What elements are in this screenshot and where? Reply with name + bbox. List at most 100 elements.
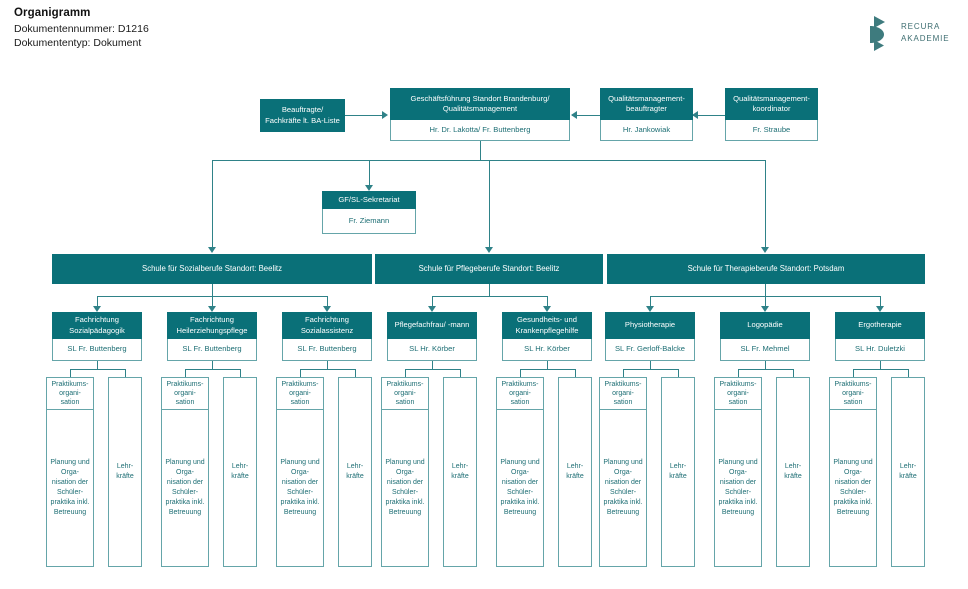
connector-bus-to-pflegeberufe: [489, 160, 490, 248]
connector-dept1-stem: [97, 361, 98, 370]
node-schule-therapieberufe-head: Schule für Therapieberufe Standort: Pots…: [607, 254, 925, 284]
connector-dept6-bus: [623, 369, 678, 370]
praktikum-head: Praktikums- organi- sation: [714, 377, 762, 410]
arrow-soz-dep-2: [208, 306, 216, 312]
connector-dept1-bus: [70, 369, 125, 370]
node-gesundheits-krankenpflegehilfe[interactable]: Gesundheits- und Krankenpflegehilfe SL H…: [502, 312, 592, 361]
praktikum-head: Praktikums- organi- sation: [599, 377, 647, 410]
node-geschaeftsfuehrung-head: Geschäftsführung Standort Brandenburg/ Q…: [390, 88, 570, 120]
node-schule-therapieberufe[interactable]: Schule für Therapieberufe Standort: Pots…: [607, 254, 925, 284]
connector-dept7-leafA: [738, 369, 739, 378]
node-praktikumsorganisation[interactable]: Praktikums- organi- sation Planung und O…: [599, 377, 647, 567]
node-lehrkraefte[interactable]: Lehr- kräfte: [891, 377, 925, 567]
arrow-bus-to-therapieberufe: [761, 247, 769, 253]
recura-akademie-logo: RECURA AKADEMIE: [868, 9, 954, 55]
connector-the-dep-3: [880, 296, 881, 307]
dept-head: Fachrichtung Sozialassistenz: [282, 312, 372, 339]
node-schule-pflegeberufe[interactable]: Schule für Pflegeberufe Standort: Beelit…: [375, 254, 603, 284]
logo-line-2: AKADEMIE: [901, 33, 950, 43]
dept-body: SL Fr. Gerloff-Balcke: [605, 339, 695, 361]
connector-dept5-stem: [547, 361, 548, 370]
node-praktikumsorganisation[interactable]: Praktikums- organi- sation Planung und O…: [276, 377, 324, 567]
node-fachrichtung-sozialpaedagogik[interactable]: Fachrichtung Sozialpädagogik SL Fr. Butt…: [52, 312, 142, 361]
connector-dept2-leafB: [240, 369, 241, 378]
node-geschaeftsfuehrung-body: Hr. Dr. Lakotta/ Fr. Buttenberg: [390, 120, 570, 141]
node-praktikumsorganisation[interactable]: Praktikums- organi- sation Planung und O…: [829, 377, 877, 567]
praktikum-head: Praktikums- organi- sation: [46, 377, 94, 410]
node-beauftragte-fachkraefte[interactable]: Beauftragte/ Fachkräfte lt. BA-Liste: [260, 99, 345, 132]
node-physiotherapie[interactable]: Physiotherapie SL Fr. Gerloff-Balcke: [605, 312, 695, 361]
node-fachrichtung-sozialassistenz[interactable]: Fachrichtung Sozialassistenz SL Fr. Butt…: [282, 312, 372, 361]
arrow-pfl-dep-1: [428, 306, 436, 312]
node-lehrkraefte[interactable]: Lehr- kräfte: [661, 377, 695, 567]
arrow-the-dep-3: [876, 306, 884, 312]
connector-dept4-stem: [432, 361, 433, 370]
node-qm-koordinator-body: Fr. Straube: [725, 120, 818, 141]
node-lehrkraefte[interactable]: Lehr- kräfte: [338, 377, 372, 567]
connector-bus-to-therapieberufe: [765, 160, 766, 248]
node-pflegefachfrau-mann[interactable]: Pflegefachfrau/ -mann SL Hr. Körber: [387, 312, 477, 361]
node-lehrkraefte[interactable]: Lehr- kräfte: [776, 377, 810, 567]
node-logopaedie[interactable]: Logopädie SL Fr. Mehmel: [720, 312, 810, 361]
connector-the-dep-2: [765, 296, 766, 307]
connector-dept7-bus: [738, 369, 793, 370]
logo-mark-icon: [870, 16, 885, 51]
arrow-beauftragte-to-gf: [382, 111, 388, 119]
connector-dept6-leafB: [678, 369, 679, 378]
logo-line-1: RECURA: [901, 22, 941, 31]
connector-dept8-bus: [853, 369, 908, 370]
node-ergotherapie[interactable]: Ergotherapie SL Hr. Duletzki: [835, 312, 925, 361]
node-beauftragte-head: Beauftragte/ Fachkräfte lt. BA-Liste: [260, 99, 345, 132]
node-sekretariat-head: GF/SL-Sekretariat: [322, 191, 416, 209]
connector-dept2-bus: [185, 369, 240, 370]
document-type: Dokumententyp: Dokument: [14, 37, 142, 50]
connector-sozialberufe-stem: [212, 283, 213, 297]
node-lehrkraefte[interactable]: Lehr- kräfte: [443, 377, 477, 567]
arrow-soz-dep-1: [93, 306, 101, 312]
praktikum-head: Praktikums- organi- sation: [496, 377, 544, 410]
praktikum-body: Planung und Orga- nisation der Schüler- …: [599, 410, 647, 567]
node-praktikumsorganisation[interactable]: Praktikums- organi- sation Planung und O…: [714, 377, 762, 567]
node-lehrkraefte[interactable]: Lehr- kräfte: [223, 377, 257, 567]
dept-head: Fachrichtung Sozialpädagogik: [52, 312, 142, 339]
connector-the-dep-1: [650, 296, 651, 307]
node-praktikumsorganisation[interactable]: Praktikums- organi- sation Planung und O…: [381, 377, 429, 567]
dept-body: SL Hr. Körber: [502, 339, 592, 361]
node-praktikumsorganisation[interactable]: Praktikums- organi- sation Planung und O…: [161, 377, 209, 567]
connector-beauftragte-to-gf: [345, 115, 383, 116]
arrow-qmk-to-qmb: [692, 111, 698, 119]
node-sekretariat-body: Fr. Ziemann: [322, 209, 416, 234]
connector-dept5-leafB: [575, 369, 576, 378]
connector-dept8-leafA: [853, 369, 854, 378]
node-lehrkraefte[interactable]: Lehr- kräfte: [108, 377, 142, 567]
arrow-the-dep-1: [646, 306, 654, 312]
connector-bus-to-sekretariat: [369, 160, 370, 186]
praktikum-head: Praktikums- organi- sation: [381, 377, 429, 410]
praktikum-body: Planung und Orga- nisation der Schüler- …: [381, 410, 429, 567]
dept-body: SL Hr. Duletzki: [835, 339, 925, 361]
connector-soz-dep-3: [327, 296, 328, 307]
connector-dept3-stem: [327, 361, 328, 370]
node-lehrkraefte[interactable]: Lehr- kräfte: [558, 377, 592, 567]
node-qm-koordinator[interactable]: Qualitätsmanagement-koordinator Fr. Stra…: [725, 88, 818, 141]
connector-dept3-leafB: [355, 369, 356, 378]
connector-dept6-leafA: [623, 369, 624, 378]
connector-soz-dep-1: [97, 296, 98, 307]
node-gf-sl-sekretariat[interactable]: GF/SL-Sekretariat Fr. Ziemann: [322, 191, 416, 234]
dept-head: Gesundheits- und Krankenpflegehilfe: [502, 312, 592, 339]
dept-head: Ergotherapie: [835, 312, 925, 339]
node-praktikumsorganisation[interactable]: Praktikums- organi- sation Planung und O…: [46, 377, 94, 567]
praktikum-body: Planung und Orga- nisation der Schüler- …: [829, 410, 877, 567]
connector-soz-dep-2: [212, 296, 213, 307]
node-fachrichtung-heilerziehungspflege[interactable]: Fachrichtung Heilerziehungspflege SL Fr.…: [167, 312, 257, 361]
connector-gf-stem: [480, 141, 481, 161]
node-schule-sozialberufe[interactable]: Schule für Sozialberufe Standort: Beelit…: [52, 254, 372, 284]
connector-dept4-leafB: [460, 369, 461, 378]
dept-head: Physiotherapie: [605, 312, 695, 339]
node-geschaeftsfuehrung[interactable]: Geschäftsführung Standort Brandenburg/ Q…: [390, 88, 570, 141]
node-qm-beauftragter[interactable]: Qualitätsmanagement-beauftragter Hr. Jan…: [600, 88, 693, 141]
node-praktikumsorganisation[interactable]: Praktikums- organi- sation Planung und O…: [496, 377, 544, 567]
connector-dept8-leafB: [908, 369, 909, 378]
praktikum-head: Praktikums- organi- sation: [829, 377, 877, 410]
connector-dept1-leafB: [125, 369, 126, 378]
